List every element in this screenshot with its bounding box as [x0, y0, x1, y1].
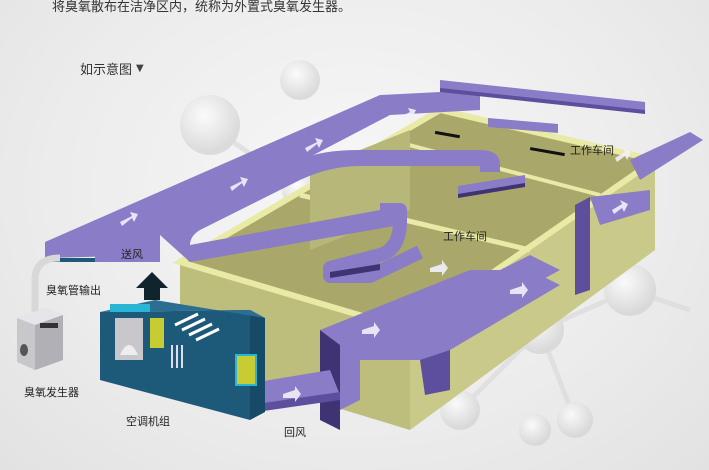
label-workshop-2: 工作车间	[443, 230, 487, 243]
label-workshop-1: 工作车间	[570, 144, 614, 157]
air-handling-unit	[100, 272, 265, 420]
airflow-arrows	[120, 108, 631, 402]
label-supply-air: 送风	[121, 248, 143, 261]
label-ozone-pipe-output: 臭氧管输出	[46, 284, 101, 297]
label-return-air: 回风	[284, 426, 306, 439]
supply-duct-network	[45, 80, 703, 430]
ozone-generator	[17, 254, 63, 370]
label-ozone-generator: 臭氧发生器	[24, 386, 79, 399]
diagram-caption-toggle[interactable]: 如示意图 ▼	[80, 59, 144, 78]
intro-text: 将臭氧散布在洁净区内，统称为外置式臭氧发生器。	[52, 0, 352, 15]
caption-label: 如示意图	[80, 63, 133, 78]
triangle-down-icon: ▼	[136, 63, 144, 74]
label-ahu: 空调机组	[126, 415, 170, 428]
